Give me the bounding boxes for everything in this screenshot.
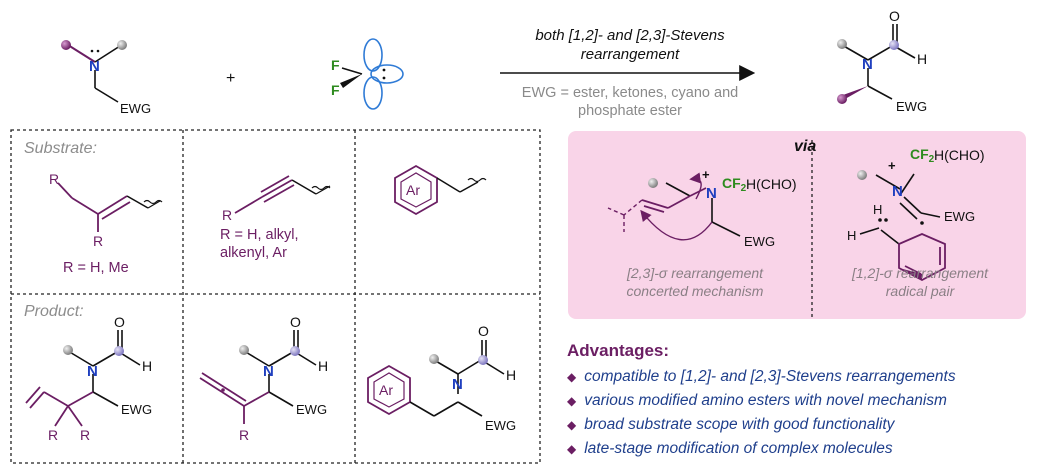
p2-o: O [290, 314, 301, 330]
grey-ball [117, 40, 127, 50]
p1-h: H [142, 358, 152, 374]
via-label: via [794, 138, 817, 155]
mech-left-tail: H(CHO) [746, 176, 797, 192]
amine-n: N [89, 58, 100, 75]
product-allenyl [199, 330, 317, 424]
p3-n: N [452, 376, 463, 393]
advantages-title: Advantages: [567, 341, 670, 360]
mech-right-caption-line2: radical pair [885, 283, 955, 299]
mech-left-cf2: CF2 [722, 175, 747, 194]
product-n: N [862, 56, 873, 73]
mech-left-caption-line1: [2,3]-σ rearrangement [626, 265, 764, 281]
p3-ar: Ar [379, 382, 393, 398]
mech-right-plus: + [888, 158, 896, 173]
substrate-note-2: R = H, alkyl, alkenyl, Ar [220, 227, 299, 261]
mech-right-ewg: EWG [944, 209, 975, 224]
substrate-benzyl [394, 164, 487, 216]
purple-ball [61, 40, 71, 50]
advantages-list: ◆ compatible to [1,2]- and [2,3]-Stevens … [567, 365, 956, 461]
advantage-text: various modified amino esters with novel… [584, 392, 947, 409]
substrate-r-1: R [49, 171, 59, 187]
product-o: O [889, 8, 900, 24]
fluorine-1: F [331, 57, 340, 73]
product-label: Product: [24, 303, 84, 320]
substrate-allyl [57, 182, 163, 232]
mech-right-n: N [892, 183, 903, 200]
arrow-condition-top: both [1,2]- and [2,3]-Stevens rearrangem… [535, 27, 725, 63]
p1-r2: R [80, 427, 90, 443]
mechanism-left-structure [607, 172, 741, 241]
mech-right-h-1: H [873, 202, 882, 217]
product-benzyl [367, 340, 505, 417]
substrate-propargyl [234, 175, 331, 214]
substrate-label: Substrate: [24, 140, 97, 157]
diamond-bullet-icon: ◆ [567, 442, 577, 456]
scope-grid [10, 129, 541, 464]
p2-n: N [263, 363, 274, 380]
mech-right-caption: [1,2]-σ rearrangement radical pair [815, 264, 1025, 300]
advantage-item: ◆ late-stage modification of complex mole… [567, 437, 956, 461]
mech-left-ewg: EWG [744, 234, 775, 249]
p2-ewg: EWG [296, 402, 327, 417]
substrate-note-1: R = H, Me [63, 260, 129, 276]
mech-left-caption: [2,3]-σ rearrangement concerted mechanis… [590, 264, 800, 300]
advantage-item: ◆ compatible to [1,2]- and [2,3]-Stevens … [567, 365, 956, 389]
advantage-text: late-stage modification of complex molec… [584, 440, 893, 457]
arrow-condition-bottom: EWG = ester, ketones, cyano and phosphat… [521, 85, 739, 119]
mech-right-h-2: H [847, 228, 856, 243]
p3-ewg: EWG [485, 418, 516, 433]
substrate-r-2: R [93, 233, 103, 249]
difluorocarbene: F F [331, 38, 404, 110]
p1-o: O [114, 314, 125, 330]
mech-left-caption-line2: concerted mechanism [626, 283, 764, 299]
starting-amine: N EWG [61, 40, 151, 116]
advantage-text: compatible to [1,2]- and [2,3]-Stevens r… [584, 368, 956, 385]
diamond-bullet-icon: ◆ [567, 394, 577, 408]
advantage-item: ◆ broad substrate scope with good functio… [567, 413, 956, 437]
p2-r: R [239, 427, 249, 443]
diamond-bullet-icon: ◆ [567, 370, 577, 384]
p1-ewg: EWG [121, 402, 152, 417]
substrate-ar: Ar [406, 182, 420, 198]
mech-left-n: N [706, 185, 717, 202]
substrate-r-3: R [222, 207, 232, 223]
p3-o: O [478, 323, 489, 339]
product-h: H [917, 51, 927, 67]
plus-sign: + [226, 70, 235, 87]
mech-right-caption-line1: [1,2]-σ rearrangement [851, 265, 989, 281]
diamond-bullet-icon: ◆ [567, 418, 577, 432]
p1-r1: R [48, 427, 58, 443]
advantage-text: broad substrate scope with good function… [584, 416, 895, 433]
product-allyl [25, 330, 141, 427]
product-ewg: EWG [896, 99, 927, 114]
amine-ewg: EWG [120, 101, 151, 116]
mech-right-tail: H(CHO) [934, 147, 985, 163]
mech-left-plus: + [702, 167, 710, 182]
product-structure: N O H EWG [837, 8, 927, 114]
mech-right-cf2: CF2 [910, 146, 935, 165]
p3-h: H [506, 367, 516, 383]
fluorine-2: F [331, 82, 340, 98]
p2-h: H [318, 358, 328, 374]
advantage-item: ◆ various modified amino esters with nove… [567, 389, 956, 413]
p1-n: N [87, 363, 98, 380]
